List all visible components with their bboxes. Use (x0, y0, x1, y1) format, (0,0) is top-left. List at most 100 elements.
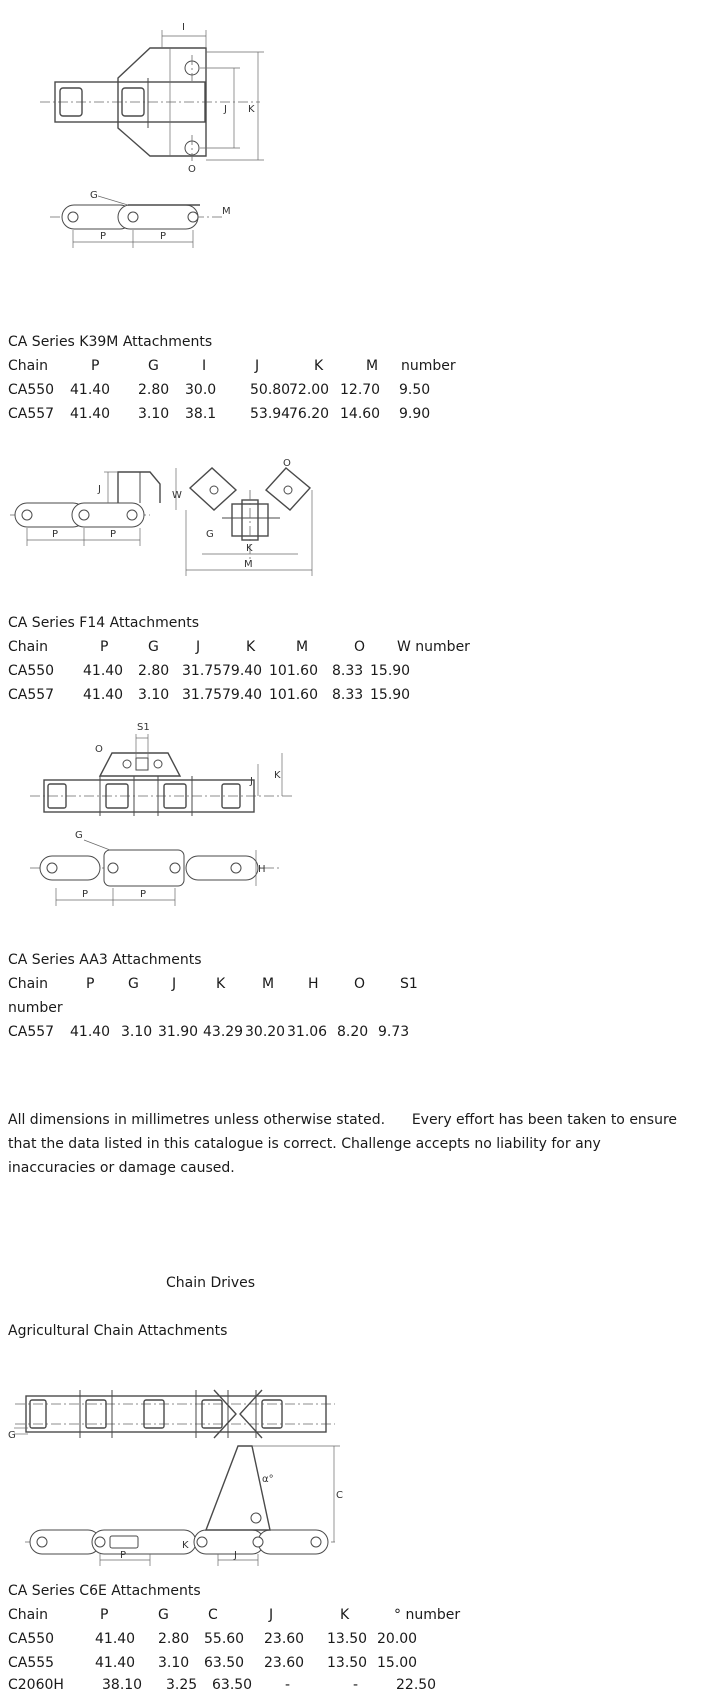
header-cell: C (208, 1607, 218, 1623)
cell: 38.10 (102, 1677, 143, 1693)
header-cell: M (262, 976, 275, 992)
cell: 9.73 (378, 1024, 410, 1040)
dim-label: P (100, 231, 106, 242)
header-cell: J (255, 358, 260, 374)
cell: 13.50 (327, 1631, 368, 1647)
cell: CA550 (8, 382, 55, 398)
cell: 101.60 (269, 687, 318, 703)
cell: 2.80 (138, 663, 170, 679)
cell: 63.50 (204, 1655, 245, 1671)
dim-label: G (90, 190, 98, 201)
dim-label: G (8, 1430, 16, 1441)
dim-label: K (182, 1540, 189, 1551)
header-cell: O (354, 976, 366, 992)
cell: 72.00 (289, 382, 330, 398)
header-cell: J (269, 1607, 274, 1623)
dim-label: W (172, 490, 182, 501)
cell: 12.70 (340, 382, 381, 398)
cell: 30.20 (245, 1024, 286, 1040)
cell: 2.80 (158, 1631, 190, 1647)
cell: CA555 (8, 1655, 55, 1671)
cell: 13.50 (327, 1655, 368, 1671)
dim-label: J (97, 484, 101, 495)
cell: 15.00 (377, 1655, 418, 1671)
cell: - (353, 1677, 359, 1693)
cell: C2060H (8, 1677, 64, 1693)
dim-label: α° (262, 1474, 274, 1485)
cell: 31.75 (182, 663, 223, 679)
cell: CA550 (8, 1631, 55, 1647)
dim-label: I (182, 22, 185, 33)
cell: CA550 (8, 663, 55, 679)
c6e-drawing: G α° C K P J (8, 1389, 343, 1566)
header-cell: J (196, 639, 201, 655)
cell: 53.94 (250, 406, 291, 422)
dim-label: J (233, 1550, 237, 1561)
header-cell: P (91, 358, 100, 374)
cell: 2.80 (138, 382, 170, 398)
cell: 41.40 (83, 663, 124, 679)
header-cell: P (100, 1607, 109, 1623)
header-cell: G (158, 1607, 169, 1623)
cell: 9.50 (399, 382, 431, 398)
subheading: Agricultural Chain Attachments (8, 1323, 228, 1339)
disclaimer-line: that the data listed in this catalogue i… (8, 1136, 601, 1152)
dim-label: J (223, 104, 227, 115)
cell: CA557 (8, 1024, 55, 1040)
cell: 41.40 (70, 1024, 111, 1040)
disclaimer-line: inaccuracies or damage caused. (8, 1160, 235, 1176)
header-cell: K (246, 639, 256, 655)
dim-label: G (206, 529, 214, 540)
dim-label: S1 (137, 722, 150, 733)
dim-label: M (244, 559, 253, 570)
dim-label: P (82, 889, 88, 900)
header-cell: W number (397, 639, 470, 655)
cell: 41.40 (70, 382, 111, 398)
cell: 8.33 (332, 687, 364, 703)
header-cell: K (340, 1607, 350, 1623)
header-cell: number (8, 1000, 63, 1016)
cell: 15.90 (370, 687, 411, 703)
k39m-drawing: I J K O G M P P (40, 22, 264, 248)
cell: 31.90 (158, 1024, 199, 1040)
dim-label: M (222, 206, 231, 217)
cell: 79.40 (222, 687, 263, 703)
dim-label: P (52, 529, 58, 540)
dim-label: P (120, 1550, 126, 1561)
cell: 79.40 (222, 663, 263, 679)
dim-label: P (110, 529, 116, 540)
cell: 3.10 (158, 1655, 190, 1671)
cell: 101.60 (269, 663, 318, 679)
cell: 3.25 (166, 1677, 198, 1693)
header-cell: M (296, 639, 309, 655)
cell: 31.75 (182, 687, 223, 703)
f14-drawing: J P P W O G K M (10, 458, 313, 576)
header-cell: M (366, 358, 379, 374)
header-cell: G (128, 976, 139, 992)
header-cell: H (308, 976, 319, 992)
header-cell: G (148, 358, 159, 374)
cell: 23.60 (264, 1631, 305, 1647)
header-cell: Chain (8, 639, 48, 655)
cell: 30.0 (185, 382, 217, 398)
dim-label: K (274, 770, 281, 781)
cell: CA557 (8, 687, 55, 703)
cell: 3.10 (121, 1024, 153, 1040)
header-cell: K (314, 358, 324, 374)
header-cell: ° number (394, 1607, 461, 1623)
header-cell: P (86, 976, 95, 992)
aa3-title: CA Series AA3 Attachments (8, 952, 202, 968)
cell: 63.50 (212, 1677, 253, 1693)
cell: 76.20 (289, 406, 330, 422)
section-heading: Chain Drives (166, 1275, 256, 1291)
cell: 38.1 (185, 406, 217, 422)
header-cell: Chain (8, 976, 48, 992)
header-cell: J (172, 976, 177, 992)
cell: 8.33 (332, 663, 364, 679)
cell: 50.80 (250, 382, 291, 398)
dim-label: O (283, 458, 291, 469)
k39m-title: CA Series K39M Attachments (8, 334, 213, 350)
cell: CA557 (8, 406, 55, 422)
cell: - (285, 1677, 291, 1693)
header-cell: K (216, 976, 226, 992)
